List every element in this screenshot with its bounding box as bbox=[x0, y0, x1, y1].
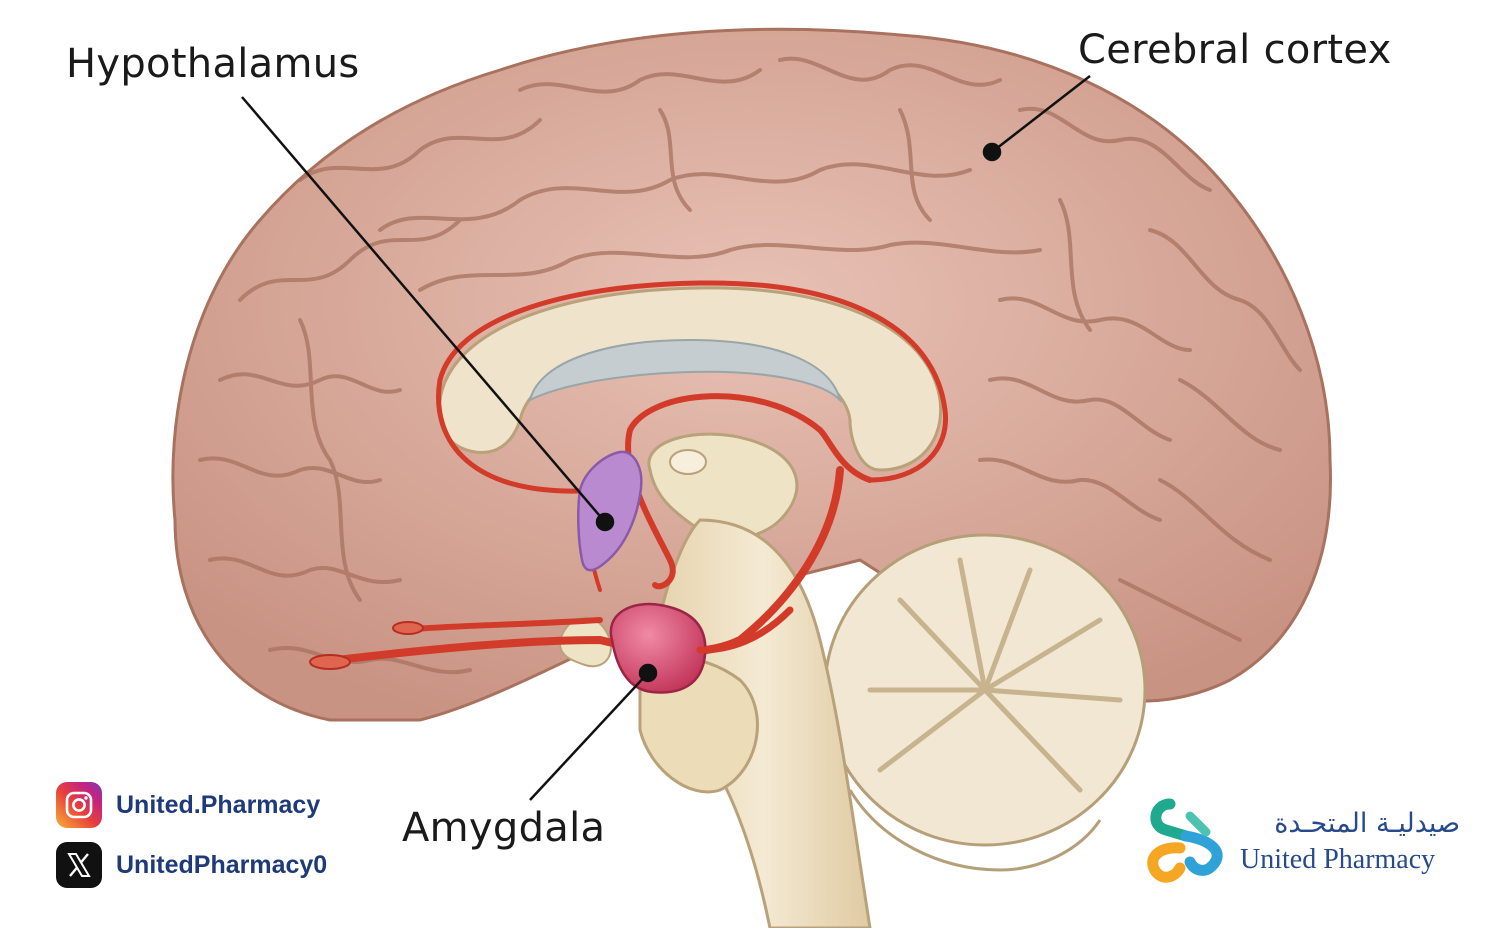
united-pharmacy-brand: صيدليـة المتحـدة United Pharmacy bbox=[1140, 796, 1480, 886]
instagram-icon bbox=[56, 782, 102, 828]
x-handle: UnitedPharmacy0 bbox=[116, 850, 328, 879]
hypothalamus-label: Hypothalamus bbox=[66, 41, 360, 87]
amygdala-label: Amygdala bbox=[402, 805, 606, 851]
x-link[interactable]: UnitedPharmacy0 bbox=[56, 842, 327, 888]
instagram-handle: United.Pharmacy bbox=[116, 790, 321, 819]
brainstem bbox=[558, 432, 872, 928]
limbic-tracts bbox=[309, 280, 949, 670]
hypothalamus bbox=[577, 450, 643, 572]
amygdala bbox=[609, 602, 794, 694]
united-pharmacy-logo bbox=[1147, 798, 1223, 883]
brand-name-english: United Pharmacy bbox=[1240, 844, 1436, 875]
cerebral-cortex-label: Cerebral cortex bbox=[1078, 27, 1392, 73]
cerebellum bbox=[823, 533, 1147, 872]
instagram-link[interactable]: United.Pharmacy bbox=[56, 782, 320, 828]
leader-lines bbox=[241, 75, 1091, 801]
corpus-callosum bbox=[437, 286, 943, 472]
brand-name-arabic: صيدليـة المتحـدة bbox=[1274, 808, 1460, 839]
x-icon bbox=[56, 842, 102, 888]
